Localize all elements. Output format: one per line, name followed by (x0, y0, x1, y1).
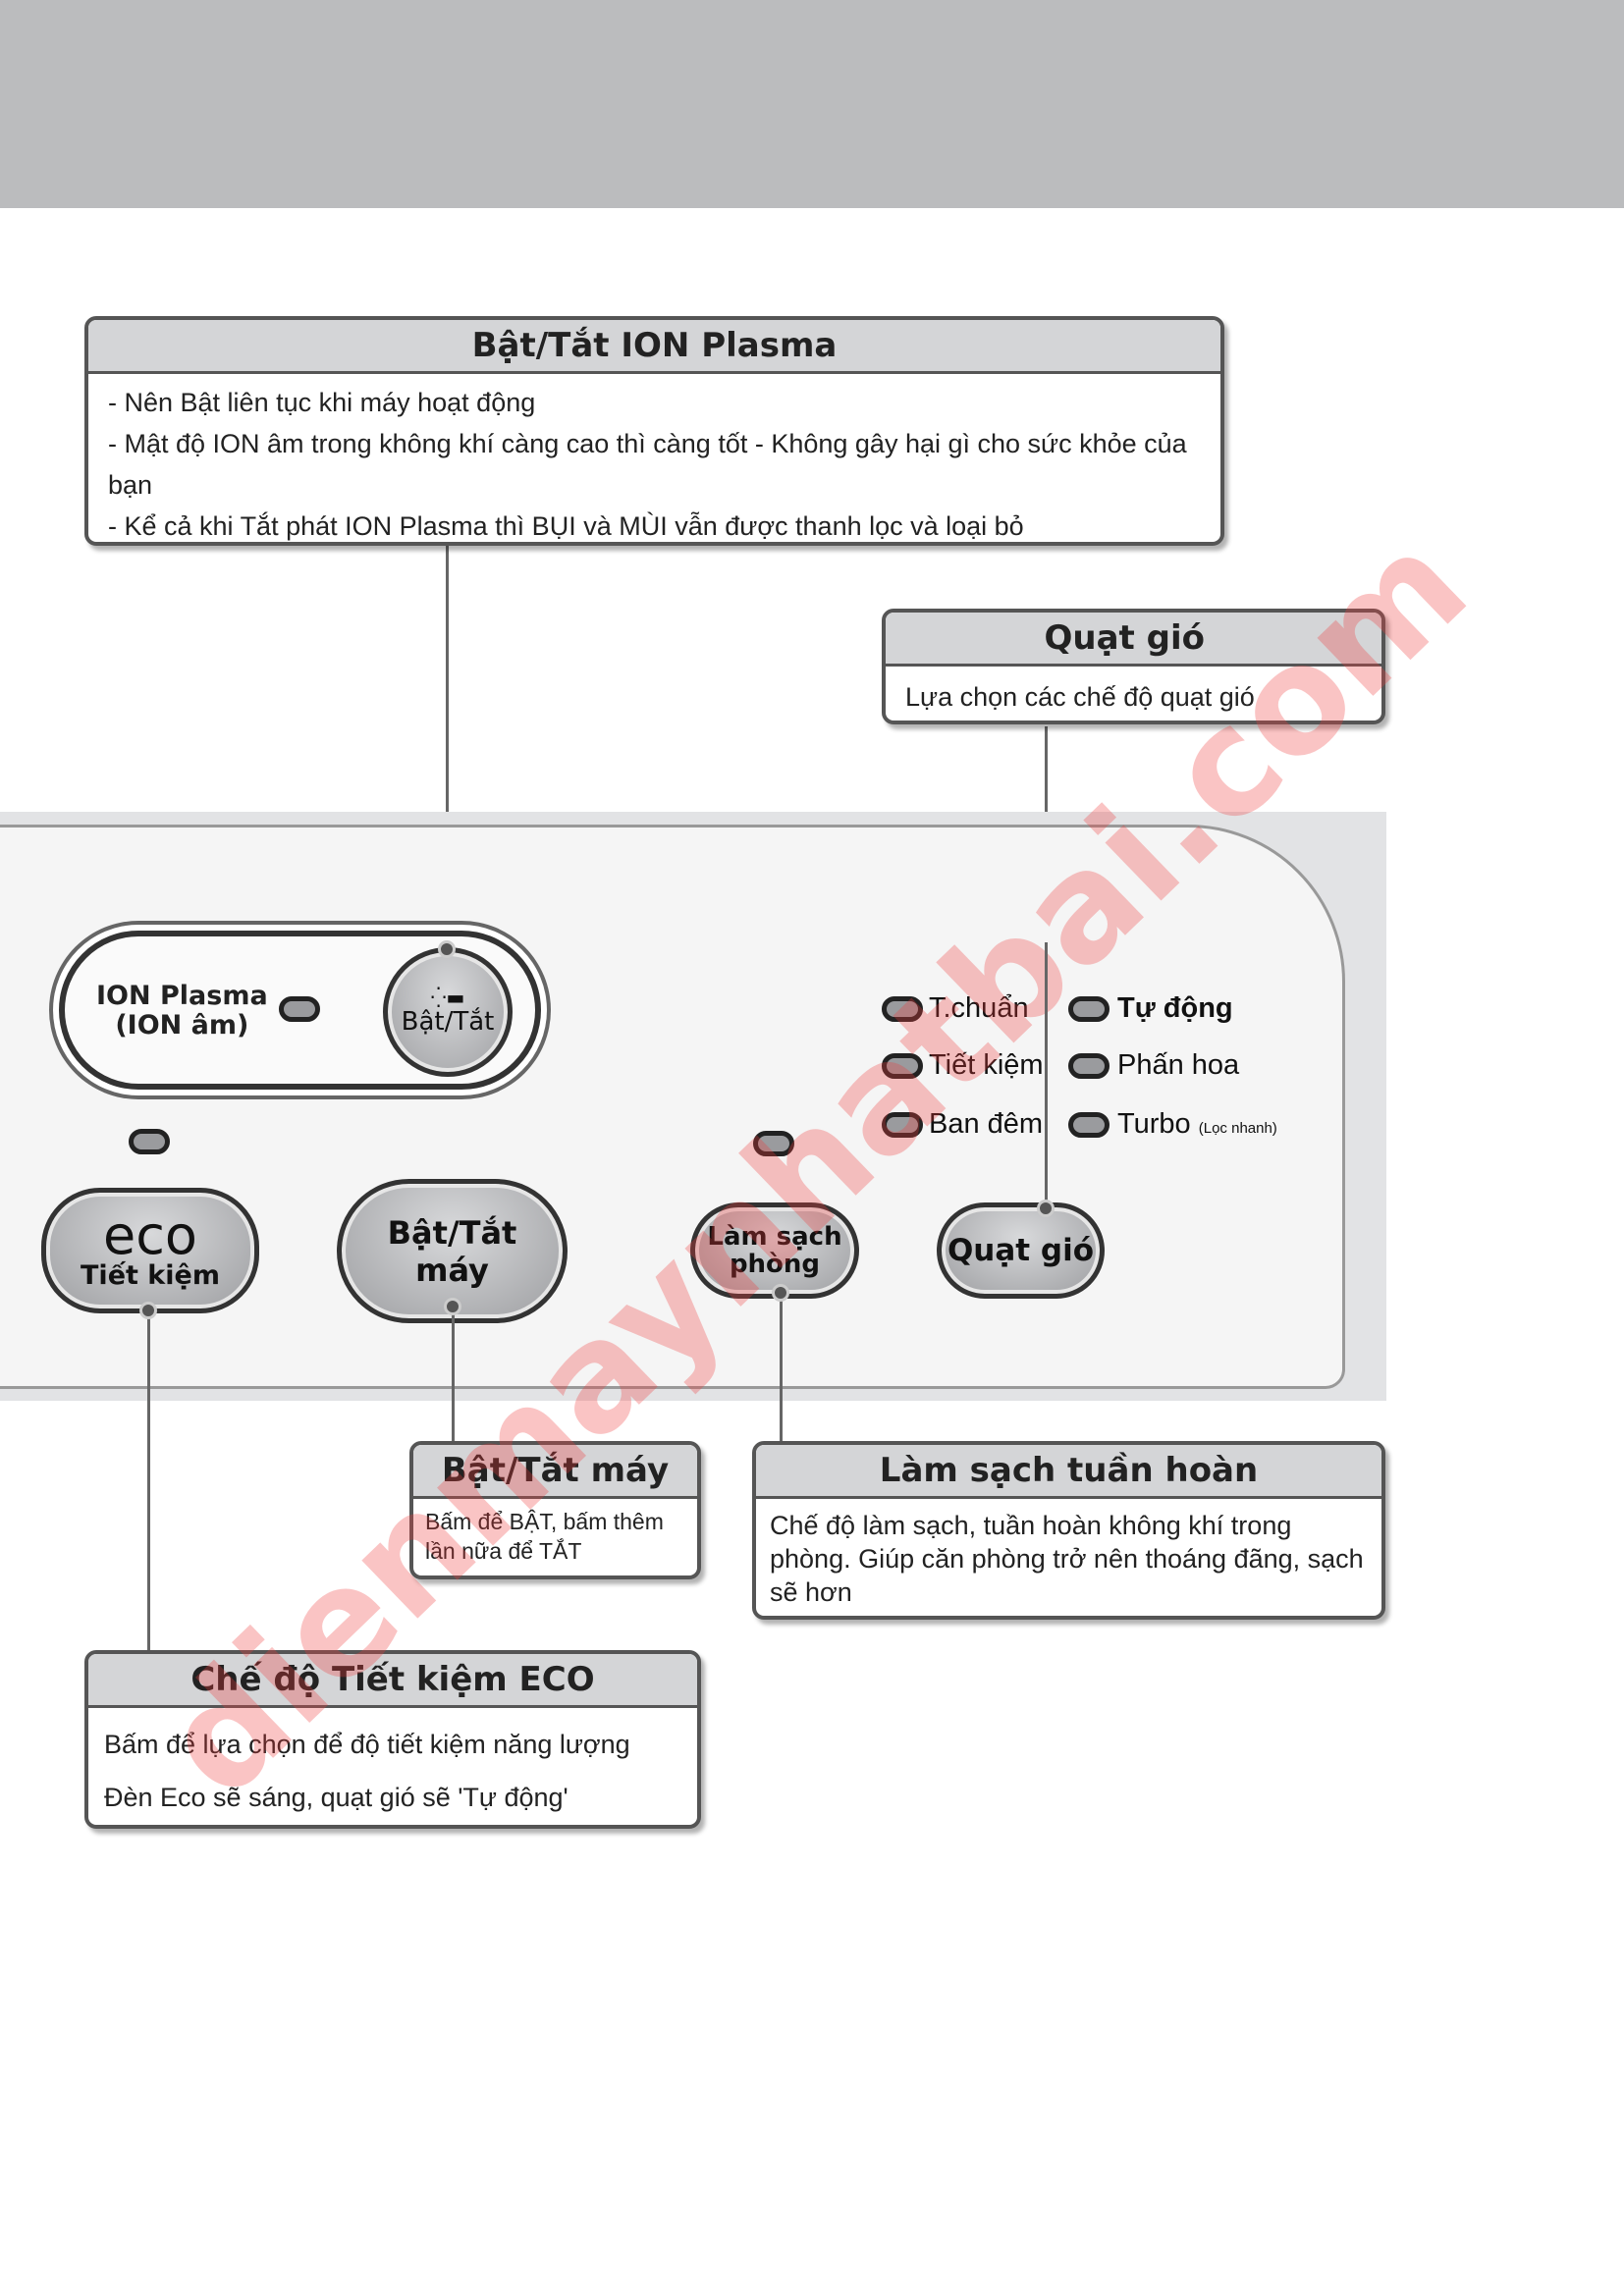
ion-label: ION Plasma (ION âm) (96, 982, 268, 1041)
mode-led-pollen (1068, 1053, 1110, 1079)
callout-line: lần nữa để TẮT (425, 1538, 582, 1564)
clean-callout: Làm sạch tuần hoàn Chế độ làm sạch, tuần… (752, 1441, 1385, 1620)
power-callout: Bật/Tắt máy Bấm để BẬT, bấm thêm lần nữa… (409, 1441, 701, 1579)
connector-clean (780, 1292, 783, 1441)
mode-led-turbo (1068, 1112, 1110, 1138)
ion-button-label: Bật/Tắt (401, 1007, 495, 1037)
connector-dot (139, 1302, 157, 1319)
clean-button-label: Làm sạch (707, 1222, 842, 1252)
ion-toggle-button[interactable]: ⁛▬ Bật/Tắt (383, 947, 513, 1077)
mode-label-saving: Tiết kiệm (929, 1049, 1044, 1081)
mode-led-night (882, 1112, 923, 1138)
mode-label-night: Ban đêm (929, 1108, 1044, 1140)
eco-button-label: Tiết kiệm (81, 1259, 220, 1291)
clean-button-label: phòng (729, 1250, 821, 1279)
power-button-label: Bật/Tắt (387, 1213, 517, 1252)
callout-title: Bật/Tắt ION Plasma (88, 320, 1220, 374)
connector-ion (446, 546, 449, 950)
turbo-note: (Lọc nhanh) (1198, 1120, 1277, 1137)
callout-title: Chế độ Tiết kiệm ECO (88, 1654, 697, 1708)
mode-led-saving (882, 1053, 923, 1079)
callout-line: - Kể cả khi Tắt phát ION Plasma thì BỤI … (108, 511, 1024, 541)
connector-dot (1037, 1200, 1055, 1217)
connector-fan-lower (1045, 942, 1048, 1211)
callout-line: Bấm để BẬT, bấm thêm (425, 1509, 664, 1534)
mode-label-auto: Tự động (1117, 992, 1233, 1024)
fan-button-label: Quạt gió (947, 1233, 1095, 1268)
callout-line: - Mật độ ION âm trong không khí càng cao… (108, 429, 1187, 500)
callout-line: sẽ hơn (770, 1577, 852, 1607)
clean-led (753, 1131, 794, 1156)
eco-button[interactable]: eco Tiết kiệm (41, 1188, 259, 1313)
callout-line: Bấm để lựa chọn để độ tiết kiệm năng lượ… (104, 1730, 630, 1759)
eco-logo: eco (103, 1203, 197, 1266)
connector-dot (444, 1298, 461, 1315)
connector-dot (438, 940, 456, 958)
ion-led (279, 996, 320, 1022)
callout-line: Đèn Eco sẽ sáng, quạt gió sẽ 'Tự động' (104, 1783, 568, 1812)
mode-label-turbo: Turbo (1117, 1108, 1191, 1140)
connector-dot (772, 1284, 789, 1302)
callout-title: Quạt gió (886, 613, 1381, 667)
ion-plasma-callout: Bật/Tắt ION Plasma - Nên Bật liên tục kh… (84, 316, 1224, 546)
ion-label-line: ION Plasma (96, 981, 268, 1011)
ion-label-line: (ION âm) (115, 1010, 249, 1041)
callout-line: Lựa chọn các chế độ quạt gió (905, 682, 1255, 712)
callout-title: Làm sạch tuần hoàn (756, 1445, 1381, 1499)
mode-label-pollen: Phấn hoa (1117, 1049, 1240, 1081)
callout-line: phòng. Giúp căn phòng trở nên thoáng đãn… (770, 1544, 1364, 1574)
eco-callout: Chế độ Tiết kiệm ECO Bấm để lựa chọn để … (84, 1650, 701, 1829)
callout-line: Chế độ làm sạch, tuần hoàn không khí tro… (770, 1511, 1292, 1540)
mode-led-auto (1068, 996, 1110, 1022)
fan-callout: Quạt gió Lựa chọn các chế độ quạt gió (882, 609, 1385, 724)
power-button-label: máy (415, 1251, 489, 1289)
connector-power (452, 1306, 455, 1441)
clean-room-button[interactable]: Làm sạch phòng (690, 1202, 859, 1299)
callout-line: - Nên Bật liên tục khi máy hoạt động (108, 388, 536, 417)
mode-led-standard (882, 996, 923, 1022)
connector-eco (147, 1309, 150, 1650)
header-band (0, 0, 1624, 208)
callout-title: Bật/Tắt máy (413, 1445, 697, 1499)
mode-label-standard: T.chuẩn (929, 992, 1029, 1024)
ion-spray-icon: ⁛▬ (430, 986, 465, 1009)
fan-button[interactable]: Quạt gió (937, 1202, 1105, 1299)
eco-led (129, 1129, 170, 1154)
